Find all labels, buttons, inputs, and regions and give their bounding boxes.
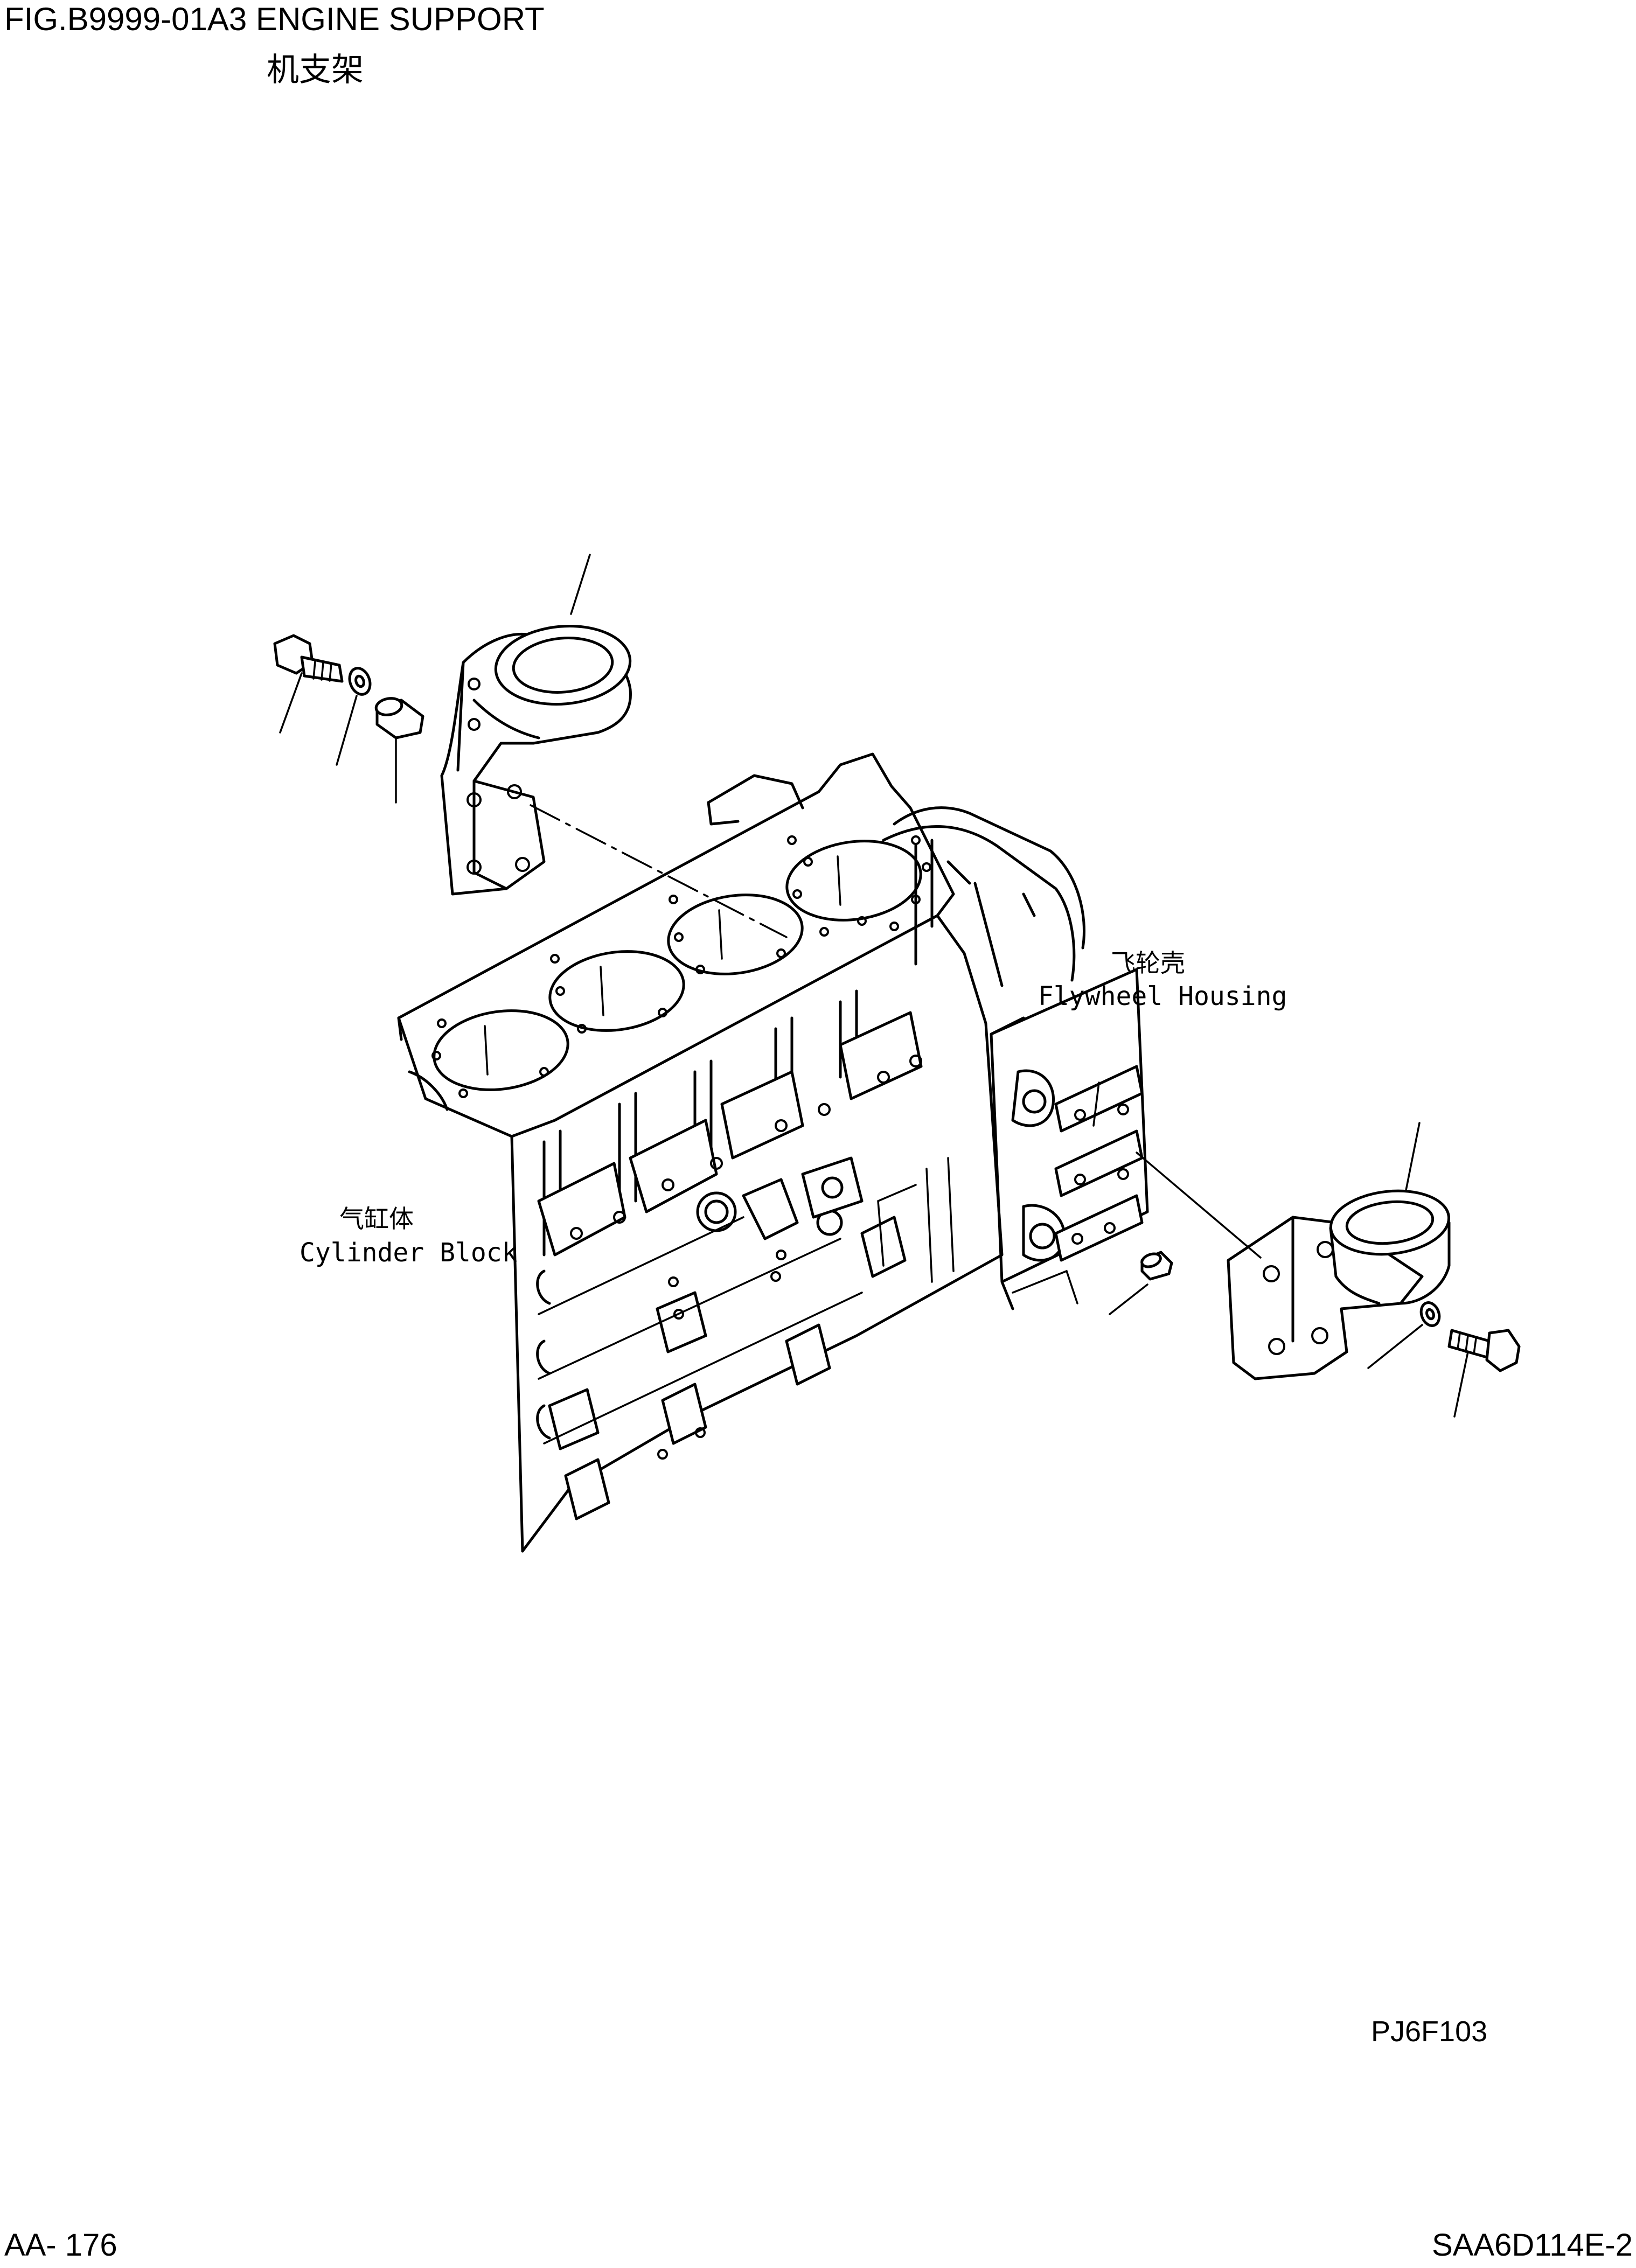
right-bracket-washer-drawing [1368,1300,1443,1368]
left-bracket-washer-drawing [337,665,373,765]
cylinder-block-label-chinese: 气缸体 [339,1205,414,1233]
figure-title: FIG.B9999-01A3 ENGINE SUPPORT [4,1,545,37]
right-bracket-bolt-drawing [1449,1330,1519,1416]
flywheel-housing-label: Flywheel Housing [1038,981,1287,1011]
left-engine-bracket-drawing [442,555,633,894]
drawing-code: PJ6F103 [1371,2015,1488,2048]
right-bracket-alignment-line [1137,1153,1261,1258]
left-bracket-bolt-drawing [275,636,342,732]
right-engine-bracket-drawing [1228,1123,1452,1379]
left-bracket-spacer-drawing [375,696,423,802]
right-dowel-pin-drawing [1110,1252,1172,1314]
flywheel-housing-drawing [883,808,1147,1309]
cylinder-block-label: Cylinder Block [300,1238,518,1268]
left-bracket-alignment-line [531,805,786,937]
model-code: SAA6D114E-2 [1432,2228,1633,2263]
figure-title-chinese: 机支架 [267,52,364,88]
page-number: AA- 176 [4,2228,117,2263]
flywheel-housing-label-chinese: 飞轮壳 [1111,949,1185,977]
cylinder-block-drawing [399,754,1002,1551]
